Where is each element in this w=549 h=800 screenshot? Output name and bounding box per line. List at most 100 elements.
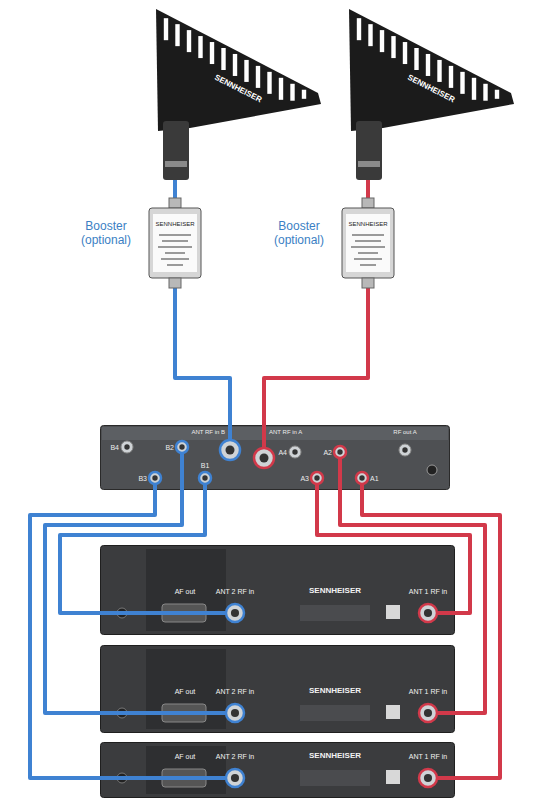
booster-label-plate [346, 214, 390, 272]
booster-housing [149, 208, 201, 278]
socket-pin [424, 774, 432, 782]
top-strip [102, 427, 448, 440]
antenna-slot [279, 78, 283, 100]
port-label: ANT RF in A [269, 429, 302, 435]
coax-cable [173, 180, 177, 198]
fine-print [354, 258, 382, 260]
brand-name: SENNHEISER [309, 687, 361, 695]
dc-jack [427, 465, 437, 475]
fine-print [167, 264, 183, 266]
port-label: ANT 1 RF in [409, 753, 447, 760]
coax-cable [366, 180, 370, 198]
port-label: B4 [110, 444, 119, 451]
qr-code [386, 770, 400, 784]
socket-pin [152, 475, 157, 480]
fine-print [162, 240, 188, 242]
receiver-unit: AF outANT 2 RF inSENNHEISERANT 1 RF in [100, 545, 455, 635]
antenna-slot [414, 48, 418, 70]
cable-end [100, 711, 235, 715]
fine-print [358, 252, 378, 254]
socket-pin [337, 449, 342, 454]
fine-print [158, 246, 192, 248]
antenna-slot [391, 36, 395, 58]
receiver-graphic [100, 645, 455, 733]
brand-name: SENNHEISER [309, 752, 361, 760]
antenna-slot [368, 24, 372, 46]
rating-plate [300, 770, 370, 786]
port-label: AF out [175, 753, 196, 760]
receiver-graphic [100, 545, 455, 635]
booster-box: Booster (optional)SENNHEISER [338, 198, 398, 288]
booster-graphic [338, 198, 398, 288]
bnc-socket [334, 446, 346, 458]
port-label: A2 [323, 449, 332, 456]
bnc-socket [226, 604, 244, 622]
booster-label: Booster (optional) [266, 220, 332, 248]
antenna-slot [495, 90, 499, 99]
fine-print [165, 252, 185, 254]
bnc-socket [419, 704, 437, 722]
port-label: RF out A [393, 429, 416, 435]
rating-plate [300, 605, 370, 621]
socket-pin [202, 475, 207, 480]
port-label: ANT RF in B [191, 429, 225, 435]
bnc-socket [226, 704, 244, 722]
port-label: B3 [138, 475, 147, 482]
booster-box: Booster (optional)SENNHEISER [145, 198, 205, 288]
bnc-socket [149, 472, 161, 484]
antenna-slot [380, 30, 384, 52]
socket-pin [292, 449, 297, 454]
socket-pin [179, 444, 184, 449]
fine-print [351, 246, 385, 248]
antenna-slot [302, 90, 306, 99]
port-label: AF out [175, 688, 196, 695]
antenna-body [156, 9, 321, 131]
bnc-socket [311, 472, 323, 484]
rear-panel [146, 549, 226, 631]
socket-pin [231, 609, 239, 617]
bnc-socket [419, 604, 437, 622]
antenna-slot [187, 30, 191, 52]
antenna-slot [290, 84, 294, 101]
bnc-socket [356, 472, 368, 484]
antenna-slot [198, 36, 202, 58]
receiver-housing [101, 646, 455, 733]
booster-label-plate [153, 214, 197, 272]
socket-pin [124, 444, 129, 449]
bnc-socket [419, 769, 437, 787]
port-label: ANT 2 RF in [216, 753, 254, 760]
socket-pin [359, 475, 364, 480]
mount-ring [358, 161, 380, 167]
receiver-housing [101, 743, 455, 798]
brand-name: SENNHEISER [155, 221, 194, 227]
mount-ring [165, 161, 187, 167]
fine-print [161, 258, 189, 260]
antenna-slot [175, 24, 179, 46]
brand-name: SENNHEISER [309, 587, 361, 595]
qr-code [386, 705, 400, 719]
antenna-slot [426, 54, 430, 76]
socket-pin [314, 475, 319, 480]
socket-pin [231, 709, 239, 717]
port-label: A3 [300, 475, 309, 482]
antenna-slot [437, 60, 441, 82]
fine-print [159, 234, 191, 236]
receiver-housing [101, 546, 455, 635]
socket-pin [402, 447, 407, 452]
antenna-slot [460, 72, 464, 94]
antenna-slot [472, 78, 476, 100]
port-label: ANT 2 RF in [216, 588, 254, 595]
bnc-socket [399, 444, 411, 456]
port-label: A1 [370, 475, 379, 482]
antenna-slot [483, 84, 487, 101]
qr-code [386, 605, 400, 619]
fine-print [360, 264, 376, 266]
antenna-slot [244, 60, 248, 82]
socket-pin [231, 774, 239, 782]
bnc-socket [220, 440, 240, 460]
cable-end [100, 776, 235, 780]
cable-end [100, 611, 235, 615]
connector-ferrule [362, 198, 374, 208]
antenna: SENNHEISER [343, 5, 518, 180]
